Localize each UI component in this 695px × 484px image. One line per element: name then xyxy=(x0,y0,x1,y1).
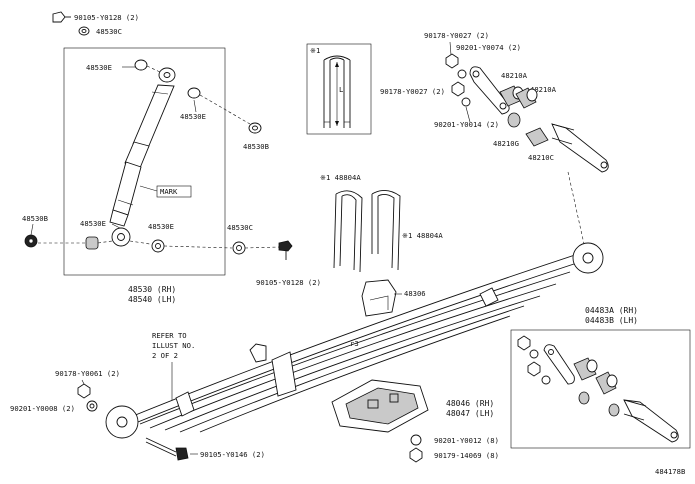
label-48047-lh: 48047 (LH) xyxy=(446,409,494,418)
nut-90179-14069[interactable] xyxy=(409,447,423,463)
bushing-48530e-upper[interactable] xyxy=(134,59,148,71)
label-48530-rh: 48530 (RH) xyxy=(128,285,176,294)
ubolt-48804a-left[interactable] xyxy=(333,190,363,273)
shock-absorber-box xyxy=(63,47,226,276)
ubolt-dimension-figure xyxy=(323,55,351,128)
label-90105-y0146: 90105-Y0146 (2) xyxy=(200,450,265,459)
label-refer-2: ILLUST NO. xyxy=(152,341,195,350)
bushing-48530c-top[interactable] xyxy=(78,26,90,36)
label-90105-y0128-mid: 90105-Y0128 (2) xyxy=(256,278,321,287)
label-48530b-left: 48530B xyxy=(22,214,48,223)
label-spring-marker: r3 xyxy=(350,339,359,348)
label-48540-lh: 48540 (LH) xyxy=(128,295,176,304)
label-90178-y0061: 90178-Y0061 (2) xyxy=(55,369,120,378)
bushing-48210a-2[interactable] xyxy=(515,87,538,109)
label-48804a-top: ※1 48804A xyxy=(320,173,361,182)
label-48530e-c: 48530E xyxy=(80,219,106,228)
leaf-spring[interactable] xyxy=(105,242,604,439)
label-48210a-2: 48210A xyxy=(530,85,557,94)
ubolt-note-box xyxy=(306,43,372,135)
nut-90178-y0027-top[interactable] xyxy=(445,41,459,69)
bumper-bracket-48306[interactable] xyxy=(361,279,397,317)
label-note-marker: ※1 xyxy=(310,46,320,55)
label-48210a-1: 48210A xyxy=(501,71,528,80)
bushing-48530b-left[interactable] xyxy=(24,234,38,248)
washer-90201-y0014[interactable] xyxy=(461,97,471,107)
bushing-48210g[interactable] xyxy=(507,112,549,147)
label-refer-3: 2 OF 2 xyxy=(152,351,178,360)
label-dim-l: L xyxy=(339,85,343,94)
mark-callout: MARK xyxy=(139,185,192,198)
label-48530e-d: 48530E xyxy=(148,222,174,231)
bushing-48530e-lower-left[interactable] xyxy=(85,236,99,250)
label-48530b-right: 48530B xyxy=(243,142,269,151)
shackle-kit-box xyxy=(510,329,691,449)
label-48210c: 48210C xyxy=(528,153,554,162)
label-90201-y0014: 90201-Y0014 (2) xyxy=(434,120,499,129)
label-48530c-top: 48530C xyxy=(96,27,122,36)
label-90178-y0027-top: 90178-Y0027 (2) xyxy=(424,31,489,40)
label-48210g: 48210G xyxy=(493,139,519,148)
bolt-90105-y0128-top[interactable] xyxy=(52,11,71,23)
bushing-48530c-right[interactable] xyxy=(232,241,246,255)
label-48530c-right: 48530C xyxy=(227,223,253,232)
shackle-kit-parts[interactable] xyxy=(517,335,679,443)
shackle-pin-plate-48210c[interactable] xyxy=(551,123,609,173)
label-48046-rh: 48046 (RH) xyxy=(446,399,494,408)
label-90105-y0128-top: 90105-Y0128 (2) xyxy=(74,13,139,22)
label-90178-y0027-left: 90178-Y0027 (2) xyxy=(380,87,445,96)
label-48306: 48306 xyxy=(404,289,426,298)
nut-90178-y0027-left[interactable] xyxy=(451,81,465,97)
label-04483a-rh: 04483A (RH) xyxy=(585,306,638,315)
label-mark: MARK xyxy=(160,187,178,196)
label-48530e-a: 48530E xyxy=(86,63,112,72)
shock-absorber[interactable] xyxy=(109,67,176,247)
spring-seat-plate[interactable] xyxy=(331,379,429,433)
washer-90201-y0074[interactable] xyxy=(457,69,467,79)
bushing-48530e-lower-right[interactable] xyxy=(151,239,165,253)
label-90201-y0008: 90201-Y0008 (2) xyxy=(10,404,75,413)
label-refer-1: REFER TO xyxy=(152,331,187,340)
bushing-48530e-right[interactable] xyxy=(187,87,201,99)
bolt-90105-y0146[interactable] xyxy=(145,437,189,461)
bolt-90105-y0128-mid[interactable] xyxy=(278,240,293,260)
nut-90178-y0061[interactable] xyxy=(77,379,91,399)
ubolt-48804a-right[interactable] xyxy=(371,190,401,271)
label-90201-y0074: 90201-Y0074 (2) xyxy=(456,43,521,52)
label-04483b-lh: 04483B (LH) xyxy=(585,316,638,325)
illustration-number: 484178B xyxy=(655,467,685,476)
washer-90201-y0012[interactable] xyxy=(410,434,422,446)
label-90201-y0012: 90201-Y0012 (8) xyxy=(434,436,499,445)
label-48530e-b: 48530E xyxy=(180,112,206,121)
label-90179-14069: 90179-14069 (8) xyxy=(434,451,499,460)
label-48804a-right: ※1 48804A xyxy=(402,231,443,240)
bushing-48530b-right[interactable] xyxy=(248,122,262,134)
washer-90201-y0008[interactable] xyxy=(86,400,98,412)
